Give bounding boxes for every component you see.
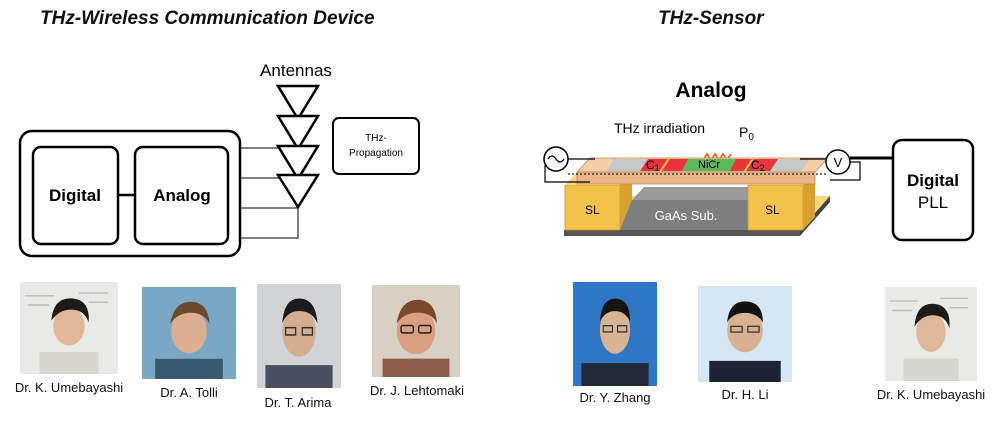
analog-label: Analog xyxy=(153,186,211,205)
person-caption: Dr. K. Umebayashi xyxy=(14,380,124,395)
pad-left xyxy=(606,159,648,171)
meter-return-wire xyxy=(830,161,861,181)
sine-wave-icon xyxy=(547,155,565,163)
antenna-icon xyxy=(275,144,321,182)
sl-right-side xyxy=(803,172,815,230)
antenna-icon xyxy=(275,173,321,210)
antenna-array xyxy=(275,84,321,210)
portrait-photo xyxy=(573,282,657,386)
antenna-icon xyxy=(275,84,321,122)
chip-front-edge xyxy=(564,230,800,236)
portrait-photo xyxy=(20,282,118,374)
pll-label: PLL xyxy=(918,193,948,212)
portrait-photo xyxy=(372,285,460,377)
person-caption: Dr. K. Umebayashi xyxy=(876,387,986,402)
sensor-digital-label: Digital xyxy=(907,171,959,190)
propagation-label-line1: THz- xyxy=(365,133,387,144)
substrate-front xyxy=(620,200,748,230)
sl-right-label: SL xyxy=(765,203,780,217)
person-caption: Dr. A. Tolli xyxy=(160,385,218,400)
person-caption: Dr. Y. Zhang xyxy=(579,390,651,405)
digital-label: Digital xyxy=(49,186,101,205)
portrait-photo xyxy=(698,286,792,382)
voltmeter-label: V xyxy=(834,155,843,170)
sensor-analog-title: Analog xyxy=(675,79,746,102)
wireless-block-diagram: Digital Analog Antennas THz- Propagation xyxy=(18,61,420,258)
antennas-label: Antennas xyxy=(260,61,332,80)
c1-label: C1 xyxy=(646,158,660,173)
portrait-photo xyxy=(885,287,977,381)
thz-irradiation-label: THz irradiation xyxy=(614,120,705,136)
pad-right xyxy=(768,159,810,171)
p0-label: P0 xyxy=(739,124,754,143)
c2-electrode xyxy=(743,156,755,173)
substrate-top xyxy=(632,187,760,200)
person-caption: Dr. T. Arima xyxy=(264,395,332,410)
person-caption: Dr. H. Li xyxy=(721,387,769,402)
substrate-label: GaAs Sub. xyxy=(655,208,718,223)
membrane-front xyxy=(576,171,816,185)
antenna-icon xyxy=(275,114,321,152)
portrait-photo xyxy=(142,287,236,379)
propagation-label-line2: Propagation xyxy=(349,148,403,159)
c2-label: C2 xyxy=(751,158,765,173)
c1-electrode xyxy=(659,156,671,173)
sl-left-label: SL xyxy=(585,203,600,217)
person-caption: Dr. J. Lehtomaki xyxy=(370,383,464,398)
nicr-element xyxy=(682,159,736,171)
digital-pll-block xyxy=(891,138,975,242)
propagation-box xyxy=(332,117,420,175)
portrait-photo xyxy=(257,284,341,388)
thz-sensor-title: THz-Sensor xyxy=(658,8,764,29)
wireless-device-title: THz-Wireless Communication Device xyxy=(40,8,375,29)
device-outer-box xyxy=(18,129,242,258)
thz-sensor-diagram: Analog THz irradiation P0 SL GaAs Sub. S… xyxy=(543,79,975,242)
analog-block xyxy=(133,145,230,246)
nicr-label: NiCr xyxy=(698,159,720,171)
